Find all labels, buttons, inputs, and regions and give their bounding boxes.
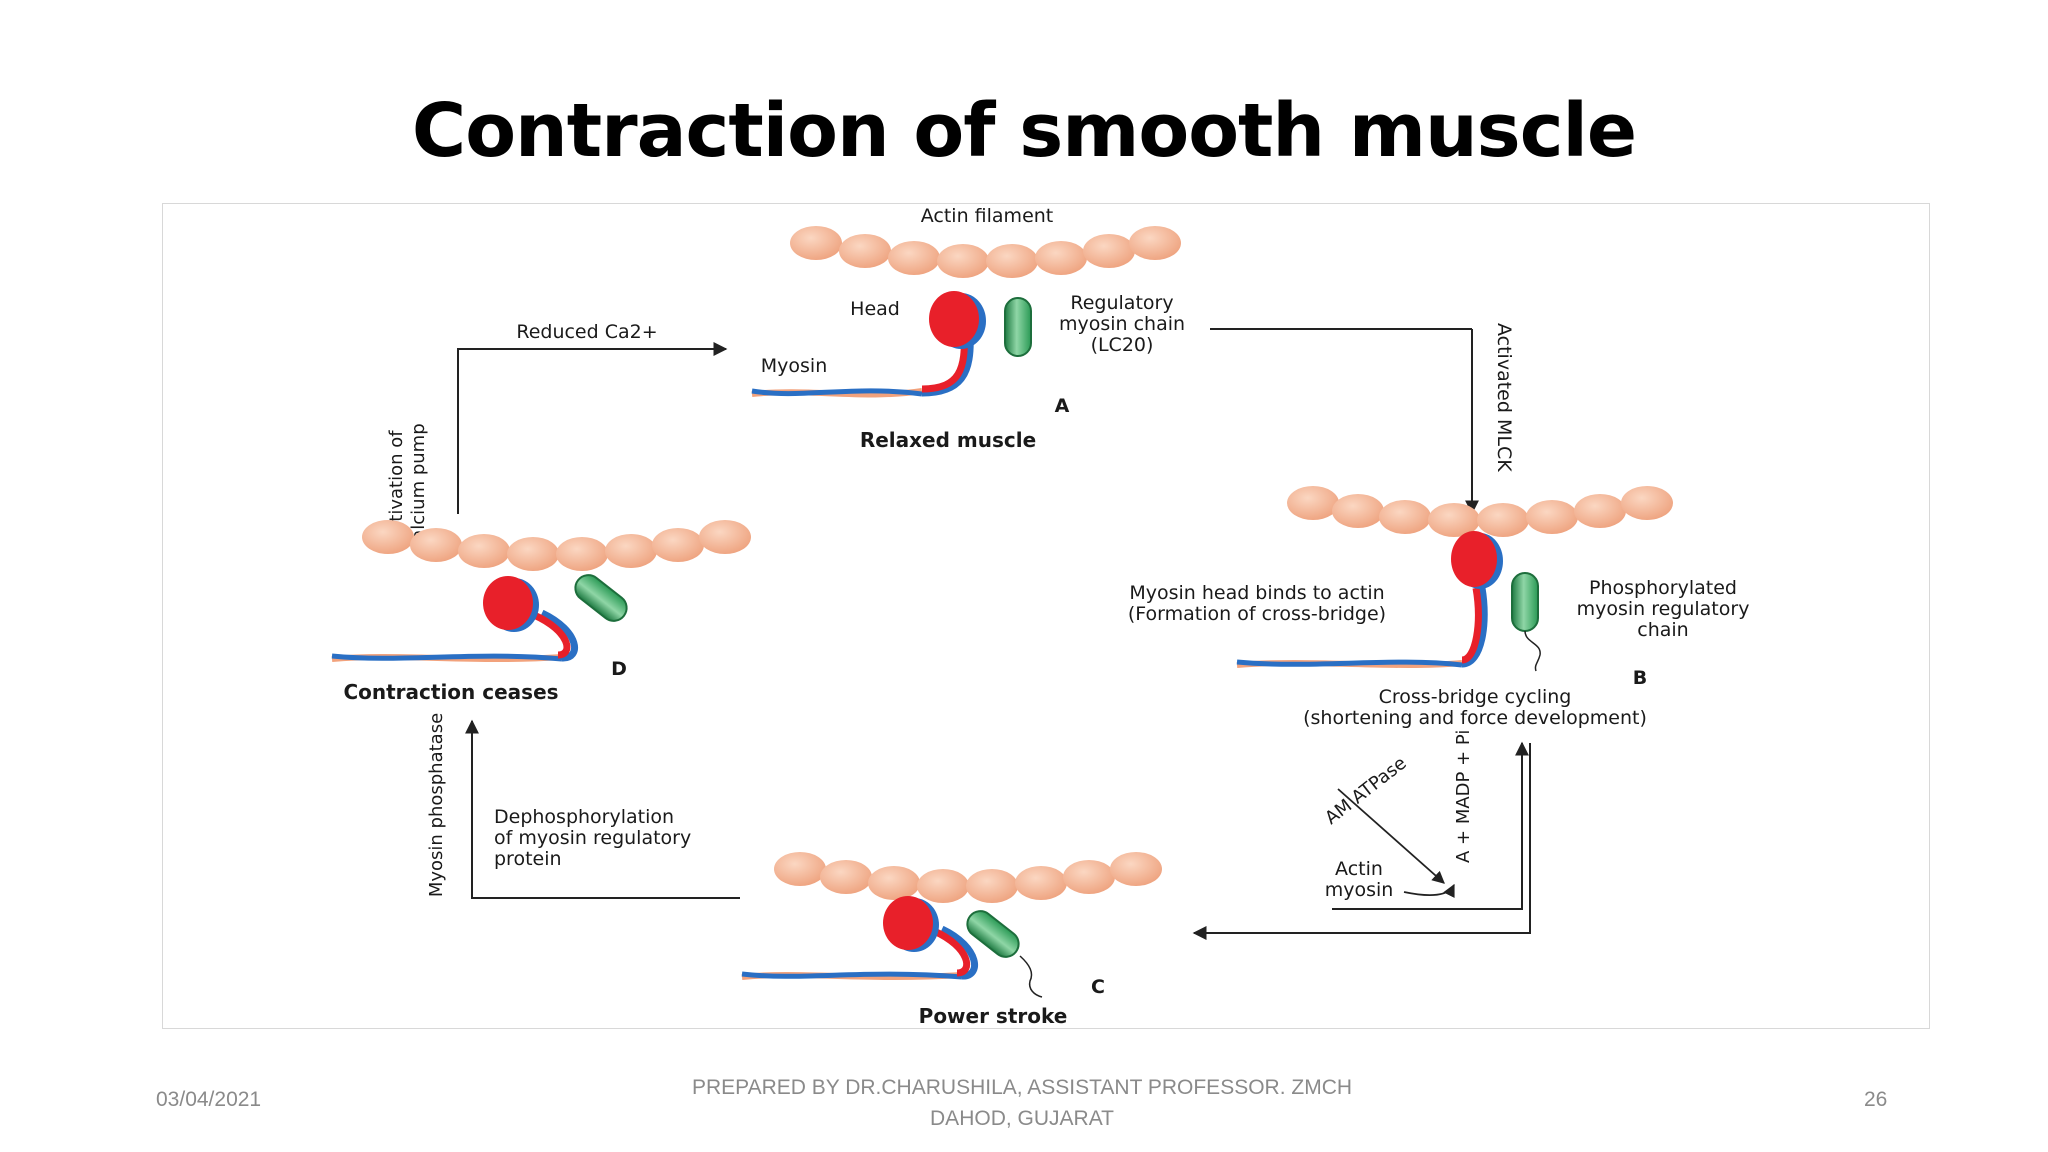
activation-label-2: calcium pump <box>408 423 429 550</box>
arrow-to-power-stroke <box>1192 743 1531 940</box>
cycling-label-1: Cross-bridge cycling <box>1379 686 1572 708</box>
arrow-am-atpase <box>1337 788 1445 884</box>
myosin-head-d <box>483 576 533 630</box>
activated-mlck-label: Activated MLCK <box>1493 323 1515 472</box>
smooth-muscle-contraction-diagram: Actin filament Head Myosin Regulatory my… <box>331 205 1750 1027</box>
myosin-head-c <box>883 896 933 950</box>
myosin-phosphatase-label: Myosin phosphatase <box>426 713 447 897</box>
contraction-ceases-label: Contraction ceases <box>343 680 558 704</box>
actin-filament-a <box>790 226 1181 278</box>
myosin-a <box>751 291 986 398</box>
actin-filament-label: Actin filament <box>921 205 1054 227</box>
myosin-c <box>741 896 979 980</box>
arrow-dephosphorylation <box>465 719 740 899</box>
regulatory-label-1: Regulatory <box>1070 292 1173 314</box>
power-stroke-label: Power stroke <box>919 1004 1068 1027</box>
regulatory-label-2: myosin chain <box>1059 313 1185 335</box>
figure-frame <box>162 203 1930 1029</box>
page-number: 26 <box>1864 1088 1888 1111</box>
myosin-b <box>1236 531 1503 668</box>
stage-c-label: C <box>1091 976 1105 998</box>
myosin-head-a <box>929 291 979 347</box>
regulatory-chain-d <box>574 574 628 622</box>
actin-myosin-label-2: myosin <box>1325 879 1394 901</box>
dephos-label-3: protein <box>494 848 562 870</box>
myosin-d <box>331 576 579 662</box>
actin-filament-c <box>774 852 1162 903</box>
arrow-actin-myosin <box>1403 883 1455 898</box>
activation-label-1: Activation of <box>386 430 407 544</box>
regulatory-chain-a <box>1004 297 1032 357</box>
myosin-head-b <box>1451 531 1497 587</box>
slide-title: Contraction of smooth muscle <box>411 88 1637 174</box>
arrow-cross-bridge-return <box>1332 741 1529 910</box>
footer-credit-line-1: PREPARED BY DR.CHARUSHILA, ASSISTANT PRO… <box>691 1076 1353 1099</box>
stage-a-label: A <box>1055 395 1070 417</box>
phosphorylated-label-2: myosin regulatory <box>1577 598 1750 620</box>
binds-label-1: Myosin head binds to actin <box>1129 582 1384 604</box>
phosphorylated-label-1: Phosphorylated <box>1589 577 1737 599</box>
adp-pi-label: A + MADP + Pi <box>1453 730 1474 863</box>
footer-credit: PREPARED BY DR.CHARUSHILA, ASSISTANT PRO… <box>672 1072 1372 1134</box>
footer-credit-line-2: DAHOD, GUJARAT <box>930 1107 1114 1130</box>
reduced-ca-label: Reduced Ca2+ <box>516 321 657 343</box>
footer-date: 03/04/2021 <box>156 1088 262 1111</box>
regulatory-label-3: (LC20) <box>1091 334 1154 356</box>
stage-b-label: B <box>1633 667 1647 689</box>
dephos-label-1: Dephosphorylation <box>494 806 674 828</box>
myosin-label: Myosin <box>761 355 827 377</box>
cycling-label-2: (shortening and force development) <box>1303 707 1647 729</box>
head-label: Head <box>850 298 900 320</box>
regulatory-chain-c <box>966 910 1020 958</box>
relaxed-muscle-label: Relaxed muscle <box>860 428 1036 452</box>
stage-d-label: D <box>611 658 627 680</box>
arrow-reduced-ca <box>457 342 728 514</box>
actin-filament-d <box>362 520 751 571</box>
regulatory-chain-b <box>1511 572 1539 632</box>
dephos-label-2: of myosin regulatory <box>494 827 691 849</box>
actin-myosin-label-1: Actin <box>1335 858 1383 880</box>
actin-filament-b <box>1287 486 1673 537</box>
binds-label-2: (Formation of cross-bridge) <box>1128 603 1386 625</box>
phosphorylated-label-3: chain <box>1637 619 1688 641</box>
am-atpase-label: AM ATPase <box>1321 753 1410 829</box>
